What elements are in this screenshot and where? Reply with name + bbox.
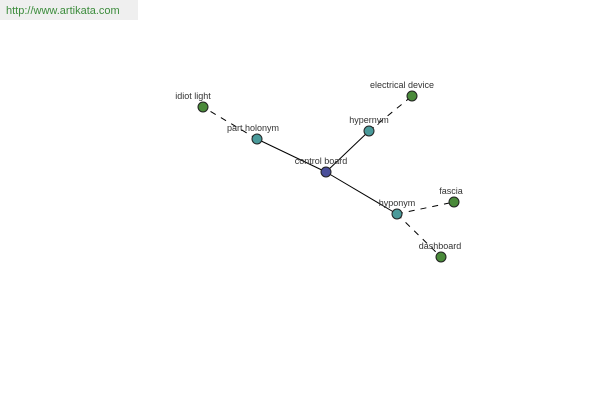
node-hyponym[interactable] xyxy=(391,208,403,220)
node-hypernym[interactable] xyxy=(363,125,375,137)
node-idiot-light[interactable] xyxy=(197,101,209,113)
label-idiot-light[interactable]: idiot light xyxy=(175,91,211,101)
edge-hyponym-to-dashboard xyxy=(396,213,442,258)
node-electrical-device[interactable] xyxy=(406,90,418,102)
site-url[interactable]: http://www.artikata.com xyxy=(0,0,138,20)
node-fascia[interactable] xyxy=(448,196,460,208)
edge-hypernym-to-electrical-device xyxy=(368,95,413,132)
labels-layer: control board part holonym hypernym hyponym… xyxy=(175,80,463,251)
label-part-holonym[interactable]: part holonym xyxy=(227,123,279,133)
label-dashboard[interactable]: dashboard xyxy=(419,241,462,251)
edge-hyponym-to-fascia xyxy=(396,201,455,215)
edge-control-board-to-hyponym xyxy=(325,171,398,215)
edge-control-board-to-hypernym xyxy=(325,130,370,173)
label-electrical-device[interactable]: electrical device xyxy=(370,80,434,90)
node-dashboard[interactable] xyxy=(435,251,447,263)
edge-control-board-to-part-holonym xyxy=(256,138,327,173)
node-control-board[interactable] xyxy=(320,166,332,178)
label-fascia[interactable]: fascia xyxy=(439,186,463,196)
edges-layer xyxy=(202,95,455,258)
nodes-layer xyxy=(197,90,460,263)
label-hyponym[interactable]: hyponym xyxy=(379,198,416,208)
node-part-holonym[interactable] xyxy=(251,133,263,145)
label-control-board[interactable]: control board xyxy=(295,156,348,166)
label-hypernym[interactable]: hypernym xyxy=(349,115,389,125)
edge-part-holonym-to-idiot-light xyxy=(202,106,258,140)
